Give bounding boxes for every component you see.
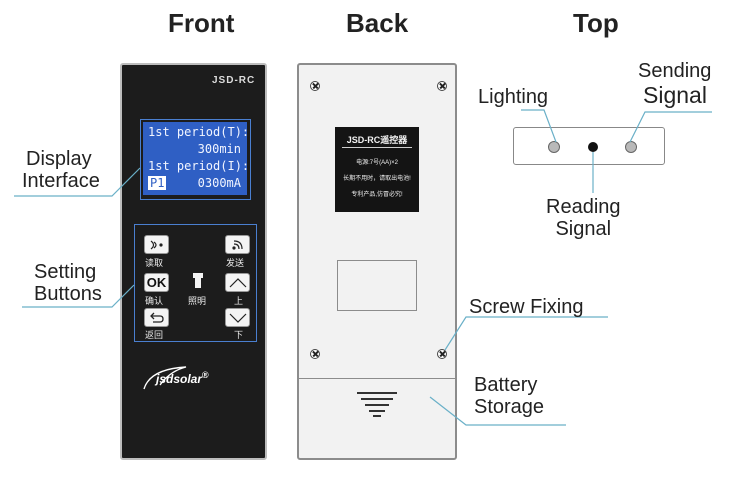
lcd-p1-badge: P1 (148, 176, 167, 190)
lcd-line-2: 300min (197, 142, 241, 156)
back-button[interactable] (144, 308, 169, 327)
callout-lighting: Lighting (478, 86, 549, 108)
button-panel: 读取 发送 OK 确认 照明 上 (134, 224, 257, 342)
callout-sending-line2: Signal (643, 82, 707, 108)
heading-front: Front (168, 8, 235, 38)
brand-logo: jsdsolar® (156, 370, 209, 386)
lighting-led-icon (548, 141, 560, 153)
battery-cover-seam (299, 378, 455, 379)
return-icon (149, 312, 164, 323)
callout-setting-line2: Buttons (34, 283, 102, 305)
callout-sending-signal: Sending Signal (630, 60, 711, 109)
battery-cover-grille-icon (357, 392, 397, 417)
reading-signal-sensor-icon (588, 142, 598, 152)
callout-setting-line1: Setting (34, 261, 97, 283)
screw-bottom-right-icon (437, 349, 447, 359)
lcd-frame (140, 119, 251, 200)
down-button[interactable] (225, 308, 250, 327)
light-caption: 照明 (188, 296, 207, 306)
up-caption: 上 (234, 296, 244, 306)
screw-bottom-left-icon (310, 349, 320, 359)
up-button[interactable] (225, 273, 250, 292)
rear-sticker-area (337, 260, 417, 311)
label-divider (342, 147, 412, 148)
callout-setting-buttons: Setting Buttons (34, 261, 102, 305)
model-label: JSD-RC (212, 75, 256, 86)
callout-display-line1: Display (26, 148, 92, 170)
sending-signal-led-icon (625, 141, 637, 153)
down-caption: 下 (234, 330, 244, 340)
callout-reading-signal: Reading Signal (546, 196, 621, 240)
front-remote: JSD-RC 1st period(T): 300min 1st period(… (120, 63, 267, 460)
callout-reading-line2: Signal (555, 218, 612, 240)
send-caption: 发送 (226, 258, 245, 268)
lcd-line-1: 1st period(T): (148, 125, 250, 139)
send-signal-icon (231, 239, 243, 250)
flashlight-icon (193, 273, 203, 288)
top-view-panel (513, 127, 665, 165)
brand-logo-text: jsdsolar (156, 372, 203, 386)
down-arrow-icon (229, 313, 246, 323)
light-button[interactable] (191, 273, 205, 289)
label-line-1: 电源:7号(AA)×2 (356, 160, 398, 166)
back-caption: 返回 (145, 330, 164, 340)
label-title: JSD-RC遥控器 (346, 135, 408, 145)
callout-display-line2: Interface (22, 170, 100, 192)
label-line-3: 专利产品,仿冒必究! (351, 192, 403, 198)
heading-top: Top (573, 8, 619, 38)
screw-top-right-icon (437, 81, 447, 91)
callout-battery-storage: Battery Storage (474, 374, 544, 418)
lcd-line-4: 0300mA (197, 176, 241, 190)
lcd-display: 1st period(T): 300min 1st period(I): P1 … (143, 122, 250, 195)
ok-button[interactable]: OK (144, 273, 169, 292)
lcd-line-3: 1st period(I): (148, 159, 250, 173)
screw-top-left-icon (310, 81, 320, 91)
heading-back: Back (346, 8, 409, 38)
logo-swoosh-icon (143, 366, 187, 390)
callout-screw-fixing: Screw Fixing (469, 296, 584, 318)
read-button[interactable] (144, 235, 169, 254)
product-label: JSD-RC遥控器 电源:7号(AA)×2 长期不用时，请取出电池! 专利产品,… (335, 127, 419, 212)
label-line-2: 长期不用时，请取出电池! (343, 176, 411, 182)
callout-display-interface: Display Interface (22, 148, 100, 192)
ok-caption: 确认 (145, 296, 164, 306)
read-signal-icon (150, 240, 163, 249)
back-remote: JSD-RC遥控器 电源:7号(AA)×2 长期不用时，请取出电池! 专利产品,… (297, 63, 457, 460)
read-caption: 读取 (145, 258, 164, 268)
callout-battery-line2: Storage (474, 396, 545, 418)
up-arrow-icon (229, 277, 246, 287)
registered-mark: ® (202, 370, 209, 380)
callout-battery-line1: Battery (474, 374, 538, 396)
leader-screw-fixing (444, 316, 608, 351)
callout-reading-line1: Reading (546, 196, 621, 218)
callout-sending-line1: Sending (638, 60, 712, 82)
send-button[interactable] (225, 235, 250, 254)
